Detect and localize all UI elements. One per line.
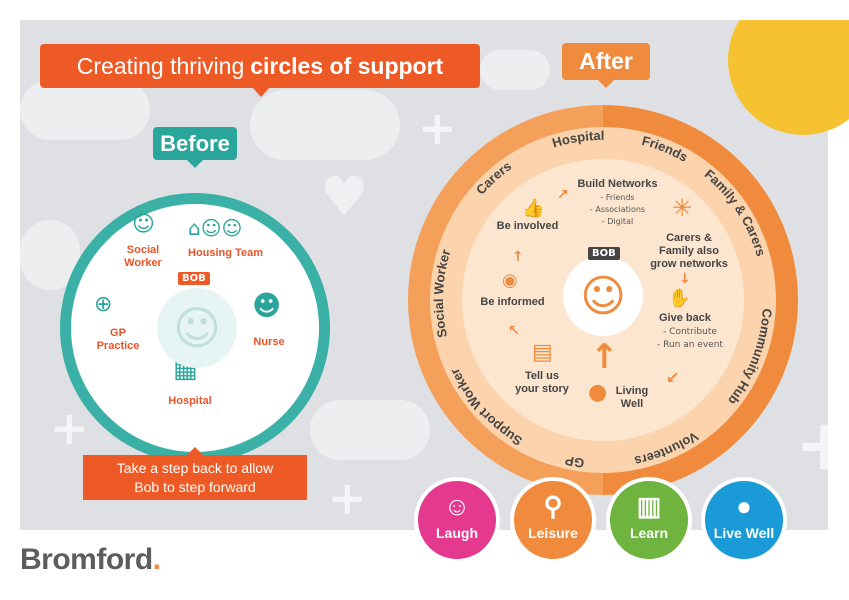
cloud xyxy=(250,90,400,160)
build-networks-item: - Friends xyxy=(600,193,635,202)
title-text: Creating thriving xyxy=(76,52,245,79)
give-back-label: Give back xyxy=(659,312,711,324)
sun xyxy=(728,20,849,150)
plus-icon: + xyxy=(418,101,457,155)
caption-line: Bob to step forward xyxy=(134,479,256,495)
after-label: After xyxy=(562,43,650,80)
ring-label-volunteers: Volunteers xyxy=(633,429,701,469)
bob-faded-avatar: ☺ xyxy=(157,288,237,368)
carers-family-label: Carers & Family also grow networks xyxy=(644,232,734,272)
caption-pointer xyxy=(187,447,203,455)
plus-icon: + xyxy=(795,404,828,486)
ring-label-hospital: Hospital xyxy=(550,128,604,151)
plus-icon: + xyxy=(50,401,89,455)
ring-label-carers: Carers xyxy=(473,158,514,197)
nurse-label: Nurse xyxy=(253,336,285,348)
tell-story-label: Tell us your story xyxy=(510,370,574,396)
before-pointer xyxy=(187,160,203,168)
bromford-logo: Bromford. xyxy=(20,543,161,577)
give-back-item: - Run an event xyxy=(657,340,723,350)
bob-avatar: ☺ xyxy=(563,256,643,336)
eye-icon: ◉ xyxy=(502,270,518,291)
text-line: Tell us xyxy=(524,370,560,382)
network-icon: ✳ xyxy=(672,194,693,222)
hospital-label: Hospital xyxy=(168,395,212,407)
plus-icon: + xyxy=(328,471,367,525)
thumbs-up-icon: 👍 xyxy=(522,198,545,219)
document-icon: ▤ xyxy=(532,340,553,365)
ring-label-social-worker: Social Worker xyxy=(431,248,454,339)
live-well-label: Live Well xyxy=(713,525,775,541)
caption: Take a step back to allow Bob to step fo… xyxy=(83,455,307,500)
title-pointer xyxy=(253,88,269,97)
gp-kit-icon: ⊕ xyxy=(94,292,113,317)
build-networks-item: - Digital xyxy=(601,217,634,226)
text-line: Carers & xyxy=(666,232,712,244)
text-line: Well xyxy=(620,398,644,411)
laugh-button[interactable]: ☺ Laugh xyxy=(414,477,500,563)
logo-text: Bromford xyxy=(20,543,153,576)
after-pointer xyxy=(598,80,614,88)
ring-label-friends: Friends xyxy=(640,133,690,165)
build-networks-label: Build Networks xyxy=(577,178,658,190)
bob-tag: BOB xyxy=(588,247,620,260)
cloud xyxy=(480,50,550,90)
leisure-label: Leisure xyxy=(528,525,578,541)
arrow-down-icon: ↓ xyxy=(679,271,691,287)
living-well-label: Living Well xyxy=(612,385,652,411)
text-line: Living xyxy=(615,385,649,397)
leisure-button[interactable]: ⚲ Leisure xyxy=(510,477,596,563)
apple-icon: ● xyxy=(588,380,608,405)
apple-icon: ● xyxy=(736,491,752,521)
book-icon: ▥ xyxy=(636,491,662,521)
learn-label: Learn xyxy=(629,525,669,541)
build-networks-item: - Associations xyxy=(589,205,646,214)
nurse-icon: ☻ xyxy=(252,289,282,322)
laugh-label: Laugh xyxy=(436,525,478,541)
social-worker-label: Social Worker xyxy=(124,244,162,269)
text-line: grow networks xyxy=(650,258,728,271)
title-bold-text: circles of support xyxy=(250,52,444,79)
housing-team-label: Housing Team xyxy=(188,247,263,259)
logo-dot: . xyxy=(152,543,161,576)
arrow-up-icon: ↑ xyxy=(590,337,619,377)
hand-icon: ✋ xyxy=(668,288,691,309)
live-well-button[interactable]: ● Live Well xyxy=(701,477,787,563)
before-label: Before xyxy=(153,127,237,160)
be-informed-label: Be informed xyxy=(480,296,545,308)
arrow-up-icon: ↑ xyxy=(512,249,524,265)
smile-icon: ☺ xyxy=(443,491,471,521)
be-involved-label: Be involved xyxy=(496,220,559,232)
arrow-icon: ↙ xyxy=(666,368,680,387)
text-line: your story xyxy=(515,383,569,396)
bob-tag: BOB xyxy=(178,272,210,285)
cloud xyxy=(20,80,150,140)
ring-label-community: Community Hub xyxy=(725,308,775,408)
arrow-icon: ↗ xyxy=(557,187,569,203)
give-back-item: - Contribute xyxy=(663,327,717,337)
housing-icon: ⌂☺☺ xyxy=(188,216,243,240)
bicycle-icon: ⚲ xyxy=(543,491,563,521)
heart-icon: ♥ xyxy=(320,165,369,228)
ring-label-gp: GP xyxy=(563,453,585,471)
social-worker-icon: ☺ xyxy=(132,212,155,237)
cloud xyxy=(310,400,430,460)
caption-line: Take a step back to allow xyxy=(116,460,274,476)
learn-button[interactable]: ▥ Learn xyxy=(606,477,692,563)
arrow-icon: ↖ xyxy=(508,323,520,339)
gp-practice-label: GP Practice xyxy=(96,327,140,352)
text-line: Family also xyxy=(659,245,719,258)
